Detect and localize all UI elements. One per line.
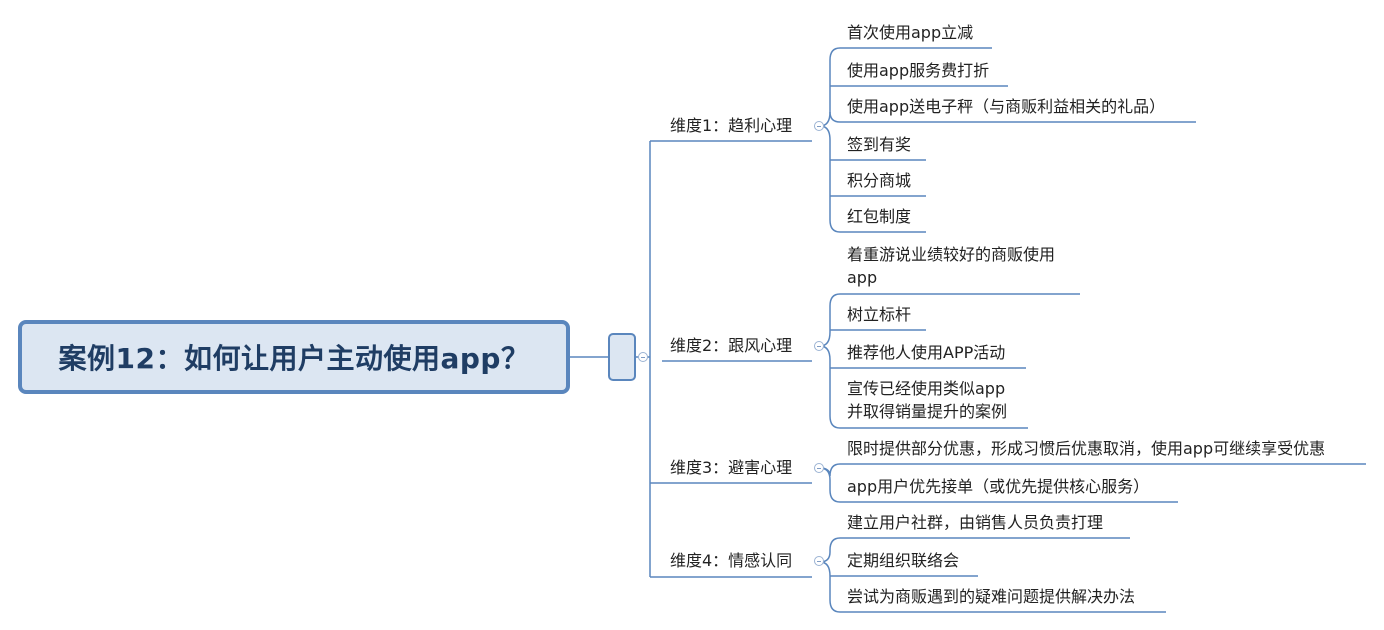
- topic-dimension-2[interactable]: 维度2：跟风心理: [670, 336, 793, 355]
- leaf-item[interactable]: 树立标杆: [847, 305, 912, 324]
- leaf-item[interactable]: app用户优先接单（或优先提供核心服务）: [847, 477, 1150, 496]
- leaf-item[interactable]: 建立用户社群，由销售人员负责打理: [847, 513, 1104, 532]
- collapse-icon[interactable]: [814, 463, 824, 473]
- leaf-item[interactable]: 定期组织联络会: [847, 551, 960, 570]
- leaf-item[interactable]: 红包制度: [847, 207, 912, 226]
- collapse-icon[interactable]: [814, 341, 824, 351]
- leaf-item[interactable]: 推荐他人使用APP活动: [847, 343, 1006, 362]
- collapse-icon[interactable]: [814, 121, 824, 131]
- leaf-line: app: [847, 268, 878, 287]
- leaf-item[interactable]: 签到有奖: [847, 135, 912, 154]
- topic-dimension-4[interactable]: 维度4：情感认同: [670, 551, 793, 570]
- leaf-item[interactable]: 限时提供部分优惠，形成习惯后优惠取消，使用app可继续享受优惠: [847, 439, 1326, 458]
- leaf-item[interactable]: 首次使用app立减: [847, 23, 974, 42]
- leaf-line: 宣传已经使用类似app: [847, 379, 1006, 398]
- topic-dimension-1[interactable]: 维度1：趋利心理: [670, 116, 793, 135]
- leaf-item[interactable]: 宣传已经使用类似app 并取得销量提升的案例: [847, 377, 1007, 423]
- leaf-item[interactable]: 着重游说业绩较好的商贩使用 app: [847, 243, 1055, 289]
- collapse-icon[interactable]: [638, 352, 648, 362]
- central-topic-label: 案例12：如何让用户主动使用app？: [58, 342, 530, 375]
- leaf-line: 着重游说业绩较好的商贩使用: [847, 245, 1056, 264]
- leaf-item[interactable]: 使用app送电子秤（与商贩利益相关的礼品）: [847, 97, 1166, 116]
- collapse-icon[interactable]: [814, 556, 824, 566]
- leaf-line: 并取得销量提升的案例: [847, 402, 1008, 421]
- leaf-item[interactable]: 积分商城: [847, 171, 912, 190]
- leaf-item[interactable]: 使用app服务费打折: [847, 61, 990, 80]
- leaf-item[interactable]: 尝试为商贩遇到的疑难问题提供解决办法: [847, 587, 1136, 606]
- topic-dimension-3[interactable]: 维度3：避害心理: [670, 458, 793, 477]
- central-topic[interactable]: 案例12：如何让用户主动使用app？: [18, 320, 570, 394]
- branch-hub[interactable]: [608, 333, 636, 381]
